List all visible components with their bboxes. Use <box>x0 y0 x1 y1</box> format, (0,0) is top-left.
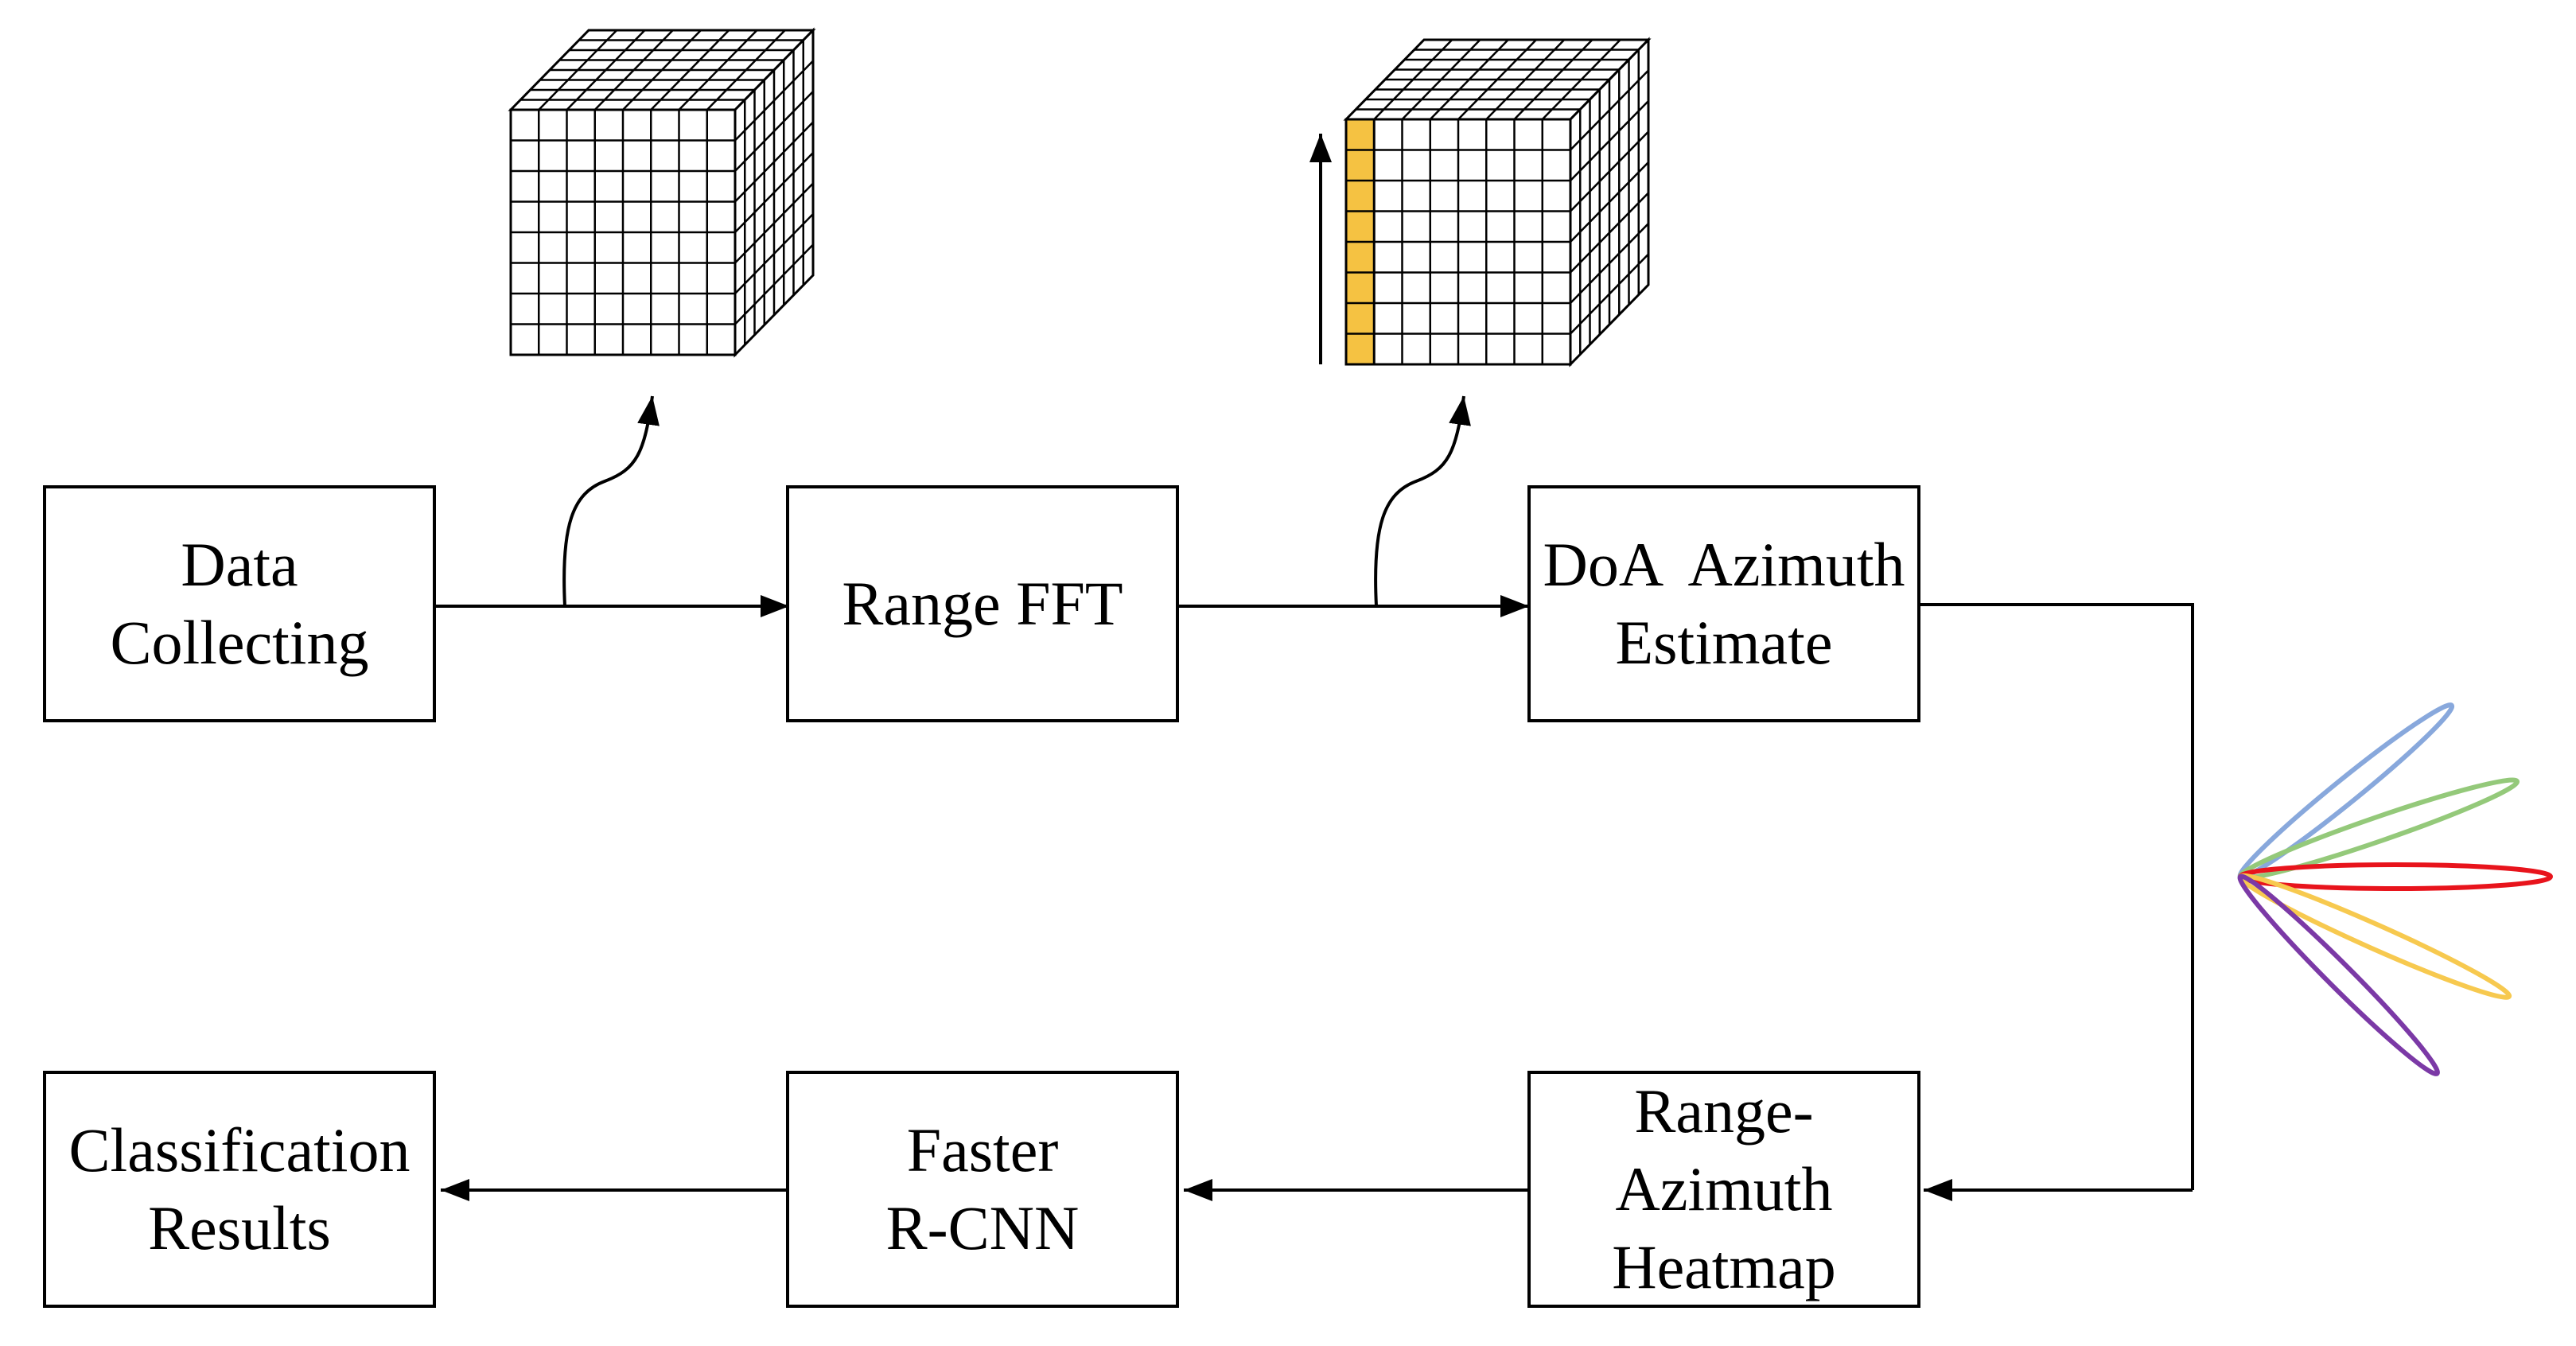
cube-grid-line <box>734 91 814 172</box>
cube-grid-line <box>734 152 814 233</box>
range-fft-cube <box>1343 37 1652 368</box>
rcnn-label-line-2: R-CNN <box>885 1193 1080 1262</box>
azimuth-beam-lobes <box>2237 702 2553 1076</box>
cube-grid-line <box>1570 192 1649 274</box>
cube-grid-line <box>734 243 814 325</box>
connectors <box>436 134 2194 1201</box>
classification-label-line-1: Classification <box>68 1115 411 1185</box>
connector-doa-to-right-rail <box>1919 603 2194 1190</box>
rcnn-label-line-1: Faster <box>906 1115 1059 1185</box>
raw-data-cube <box>508 27 816 358</box>
doa-azimuth-estimate-box: DoA Azimuth Estimate <box>1527 485 1920 722</box>
data-collecting-box: Data Collecting <box>43 485 436 722</box>
heatmap-label-line-2: Azimuth <box>1615 1154 1833 1223</box>
curved-arrow-to-fft-cube <box>1374 395 1471 607</box>
cube-grid-line <box>1570 130 1649 212</box>
beam-lobe <box>2238 862 2553 891</box>
cube-grid-line <box>1570 161 1649 243</box>
range-fft-label: Range FFT <box>842 569 1123 638</box>
cube-grid-line <box>734 121 814 203</box>
faster-rcnn-box: Faster R-CNN <box>786 1071 1179 1308</box>
beam-lobe <box>2237 873 2440 1076</box>
cube-grid-line <box>734 213 814 294</box>
cube-grid-line <box>1570 253 1649 335</box>
cube-grid-line <box>1570 100 1649 181</box>
cube-grid-line <box>1570 223 1649 304</box>
cube-grid-line <box>1570 69 1649 151</box>
classification-label-line-2: Results <box>148 1193 331 1262</box>
heatmap-label-line-1: Range- <box>1634 1076 1814 1146</box>
data-collecting-label-line-1: Data <box>181 530 298 599</box>
heatmap-label-line-3: Heatmap <box>1612 1232 1836 1301</box>
cube-grid-line <box>734 182 814 264</box>
doa-label-line-1: DoA Azimuth <box>1543 530 1905 599</box>
range-fft-box: Range FFT <box>786 485 1179 722</box>
doa-label-line-2: Estimate <box>1615 608 1833 677</box>
classification-results-box: Classification Results <box>43 1071 436 1308</box>
cube-grid-line <box>734 60 814 142</box>
range-azimuth-heatmap-box: Range- Azimuth Heatmap <box>1527 1071 1920 1308</box>
curved-arrow-to-raw-cube <box>562 395 660 607</box>
data-collecting-label-line-2: Collecting <box>110 608 369 677</box>
